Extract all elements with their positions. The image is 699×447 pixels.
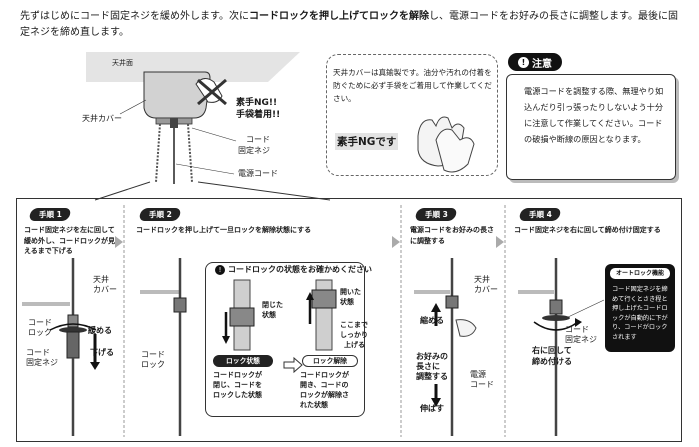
step4-header: 手順 4: [518, 208, 562, 221]
ng-label-1: 素手NG!!: [236, 98, 278, 108]
s4-screw-2: 固定ネジ: [565, 335, 597, 344]
open-1: 開いた: [340, 288, 361, 296]
s2-lock-1: コード: [141, 350, 165, 359]
step3-header: 手順 3: [414, 208, 458, 221]
lock-check-box: [205, 262, 365, 417]
unlocked-desc-4: れた状態: [300, 401, 328, 409]
step-arrow-1: [115, 236, 123, 248]
open-2: 状態: [340, 298, 354, 306]
unlocked-desc-1: コードロックが: [300, 371, 349, 379]
step2-drawing: [140, 258, 337, 436]
s3-extend: 伸ばす: [420, 404, 444, 413]
s3-cord-2: コード: [470, 380, 494, 389]
s3-cover-1: 天井: [474, 275, 490, 284]
cord-screw: [170, 118, 178, 128]
gloves-icon: [417, 116, 475, 173]
s1-screw-1: コード: [26, 348, 50, 357]
s3-cover-2: カバー: [474, 285, 498, 294]
s1-loosen: 緩める: [88, 326, 112, 335]
screw-label-2: 固定ネジ: [238, 146, 270, 155]
step2-desc: コードロックを押し上げて一旦ロックを解除状態にする: [136, 226, 312, 234]
unlocked-pill: ロック解除: [302, 355, 358, 367]
s3-cord-1: 電源: [470, 370, 486, 379]
s1-lower: 下げる: [90, 348, 114, 357]
push-2: しっかり: [340, 331, 368, 339]
unlocked-desc-2: 開き、コードの: [300, 381, 349, 389]
unlocked-desc-3: ロックが解除さ: [300, 391, 349, 399]
step1-desc: コード固定ネジを左に回して緩め外し、コードロックが見えるまで下げる: [24, 226, 115, 255]
step1-drawing: [22, 258, 100, 436]
ceiling-label: 天井面: [112, 59, 133, 67]
step4-drawing: [518, 258, 605, 436]
ceiling-surface: [86, 52, 300, 82]
exclamation-icon: !: [215, 265, 225, 275]
closed-2: 状態: [262, 311, 276, 319]
cover-label: 天井カバー: [82, 114, 122, 123]
auto-lock-text: コード固定ネジを締めて行くとさき程と押し上げたコードロックが自動的に下がり、コー…: [612, 286, 668, 341]
push-1: ここまで: [340, 321, 368, 329]
screw-label-1: コード: [246, 135, 270, 144]
step1-header: 手順 1: [28, 208, 72, 221]
intro-part1: 先ずはじめにコード固定ネジを緩め外します。次に: [20, 11, 249, 22]
auto-lock-title: オートロック機能: [610, 268, 670, 279]
step2-header: 手順 2: [138, 208, 182, 221]
s3-length-2: 長さに: [416, 362, 440, 371]
steps-panel: [16, 198, 682, 442]
caution-text: 電源コードを調整する際、無理やり如込んだり引っ張ったりしないよう十分に注意して作…: [524, 86, 664, 144]
s4-tighten-2: 締め付ける: [532, 357, 572, 366]
intro-text: 先ずはじめにコード固定ネジを緩め外します。次にコードロックを押し上げてロックを解…: [20, 9, 685, 41]
step-arrow-3: [496, 236, 504, 248]
locked-desc-2: 閉じ、コードを: [213, 381, 262, 389]
step3-desc: 電源コードをお好みの長さに調整する: [410, 226, 494, 245]
s2-lock-2: ロック: [141, 360, 165, 369]
intro-part2: し、電源コードをお好みの長さに調整します。最後に固定ネジを締め直します。: [20, 11, 678, 38]
push-3: 上げる: [344, 341, 365, 349]
step-arrow-2: [392, 236, 400, 248]
check-title: ! コードロックの状態をお確かめください: [215, 265, 372, 275]
glove-note-box: [326, 54, 498, 176]
step3-drawing: [414, 258, 477, 436]
locked-desc-1: コードロックが: [213, 371, 262, 379]
s1-cover-2: カバー: [93, 285, 117, 294]
s1-screw-2: 固定ネジ: [26, 358, 58, 367]
step4-desc: コード固定ネジを右に回して締め付け固定する: [514, 226, 661, 234]
closed-1: 閉じた: [262, 301, 283, 309]
glove-note-text: 天井カバーは真鍮製です。油分や汚れの付着を防ぐために必ず手袋をご着用して作業して…: [333, 68, 492, 103]
caution-title: 注意: [532, 58, 552, 70]
exclamation-icon: !: [518, 56, 529, 68]
locked-desc-3: ロックした状態: [213, 391, 262, 399]
bare-hand-ng: 素手NGです: [335, 133, 399, 150]
ceiling-cover: [143, 71, 211, 119]
s1-lock-1: コード: [28, 318, 52, 327]
s4-screw-1: コード: [565, 325, 589, 334]
intro-bold: コードロックを押し上げてロックを解除: [249, 11, 429, 22]
s3-length-1: お好みの: [416, 352, 448, 361]
s3-length-3: 調整する: [416, 372, 448, 381]
s1-cover-1: 天井: [93, 275, 109, 284]
caution-box: [506, 74, 676, 180]
s4-tighten-1: 右に回して: [532, 346, 572, 355]
power-cord-label: 電源コード: [238, 169, 278, 178]
locked-pill: ロック状態: [213, 355, 273, 367]
no-bare-hand-icon: [195, 78, 227, 106]
s1-lock-2: ロック: [28, 328, 52, 337]
s3-shorten: 縮める: [420, 316, 444, 325]
caution-header: ! 注意: [508, 53, 562, 71]
ng-label-2: 手袋着用!!: [236, 110, 281, 120]
